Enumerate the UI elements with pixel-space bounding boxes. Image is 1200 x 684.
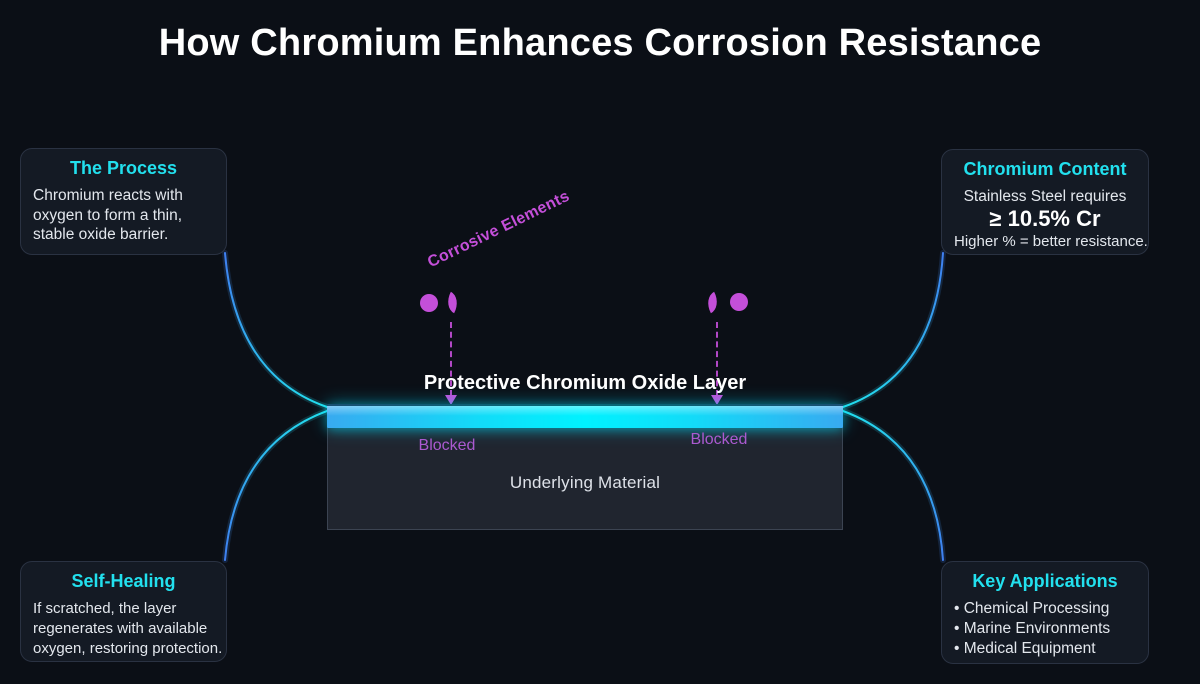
curve-top-right bbox=[842, 252, 944, 408]
application-item: • Medical Equipment bbox=[954, 640, 1096, 657]
card-key-applications: Key Applications • Chemical Processing •… bbox=[941, 561, 1149, 664]
card-the-process: The Process Chromium reacts with oxygen … bbox=[20, 148, 227, 255]
chromium-oxide-layer-bar bbox=[327, 404, 843, 428]
blocked-arrow-left bbox=[450, 322, 452, 396]
curve-bottom-left-glow bbox=[222, 408, 330, 563]
curve-top-left-glow bbox=[222, 250, 330, 410]
card-body-line: regenerates with available bbox=[33, 620, 208, 637]
card-body-line: Higher % = better resistance. bbox=[954, 233, 1148, 250]
card-body-line: oxygen to form a thin, bbox=[33, 206, 183, 224]
card-title: Self-Healing bbox=[71, 571, 176, 591]
page-title: How Chromium Enhances Corrosion Resistan… bbox=[158, 22, 1042, 64]
application-item: • Chemical Processing bbox=[954, 600, 1110, 617]
curve-top-right-glow bbox=[840, 250, 946, 410]
chromium-requirement-value: ≥ 10.5% Cr bbox=[989, 206, 1101, 231]
blocked-arrow-right bbox=[716, 322, 718, 396]
corrosive-elements-label: Corrosive Elements bbox=[425, 187, 573, 272]
corrosive-particle-icon bbox=[442, 291, 463, 314]
card-body-line: Chromium reacts with bbox=[33, 187, 183, 204]
application-item: • Marine Environments bbox=[954, 620, 1111, 637]
card-title: The Process bbox=[69, 158, 178, 178]
curve-bottom-right bbox=[842, 410, 944, 561]
corrosive-particle-icon bbox=[702, 291, 723, 314]
blocked-label-right: Blocked bbox=[690, 431, 748, 448]
card-title: Key Applications bbox=[972, 571, 1118, 591]
curve-bottom-right-glow bbox=[840, 408, 946, 563]
arrow-head-icon bbox=[711, 395, 723, 405]
card-title: Chromium Content bbox=[963, 159, 1127, 179]
card-body-line: If scratched, the layer bbox=[33, 600, 177, 617]
card-chromium-content: Chromium Content Stainless Steel require… bbox=[941, 149, 1149, 255]
oxide-layer-label: Protective Chromium Oxide Layer bbox=[423, 372, 747, 394]
corrosive-particle-icon bbox=[420, 294, 438, 312]
card-body-line: oxygen, restoring protection. bbox=[33, 640, 223, 657]
arrow-head-icon bbox=[445, 395, 457, 405]
card-body-line: Stainless Steel requires bbox=[963, 188, 1127, 205]
curve-bottom-left bbox=[224, 410, 328, 561]
underlying-material-label: Underlying Material bbox=[509, 473, 661, 492]
card-self-healing: Self-Healing If scratched, the layer reg… bbox=[20, 561, 227, 662]
blocked-label-left: Blocked bbox=[418, 437, 476, 454]
card-body-line: stable oxide barrier. bbox=[33, 226, 169, 243]
corrosive-particle-icon bbox=[730, 293, 748, 311]
curve-top-left bbox=[224, 252, 328, 408]
